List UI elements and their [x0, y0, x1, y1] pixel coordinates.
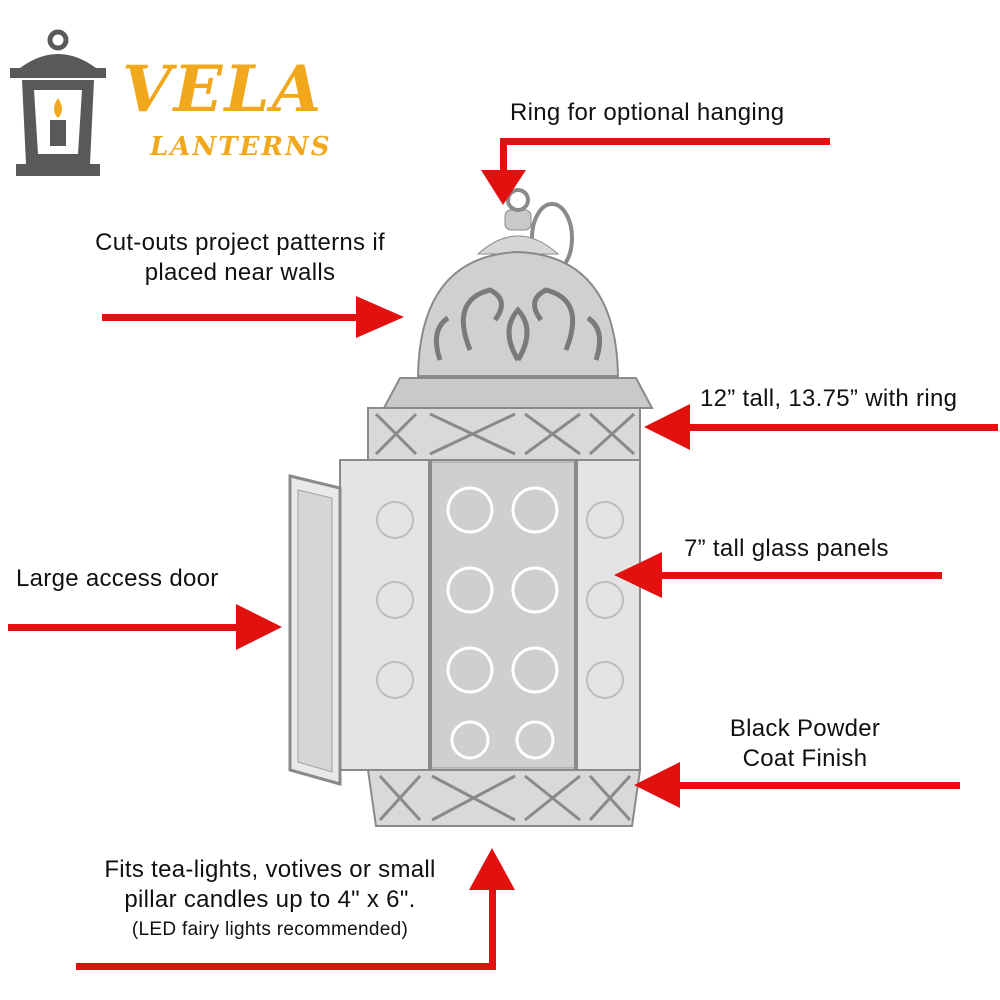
label-height: 12” tall, 13.75” with ring	[700, 385, 958, 412]
annotation-arrows	[8, 138, 998, 970]
arrow-ring-line	[500, 138, 830, 145]
arrow-height-line	[690, 424, 998, 431]
arrow-ring-head	[481, 170, 526, 205]
arrow-door-head	[236, 604, 282, 650]
lantern-product-illustration	[288, 188, 654, 827]
label-finish: Black Powder Coat Finish	[700, 714, 910, 774]
arrow-cutouts-line	[102, 314, 362, 321]
label-cutouts-line1: Cut-outs project patterns if	[95, 229, 385, 256]
brand-name: VELA	[122, 52, 324, 127]
label-door: Large access door	[16, 565, 219, 592]
label-finish-line2: Coat Finish	[742, 745, 868, 772]
brand-tagline: LANTERNS	[150, 132, 332, 162]
lantern-logo-icon	[10, 29, 106, 176]
label-candles-line3: (LED fairy lights recommended)	[131, 919, 409, 940]
arrow-candles-head	[469, 848, 515, 890]
label-cutouts: Cut-outs project patterns if placed near…	[60, 228, 420, 288]
label-candles: Fits tea-lights, votives or small pillar…	[60, 855, 480, 945]
arrow-finish-line	[678, 782, 960, 789]
label-ring: Ring for optional hanging	[510, 99, 785, 126]
arrow-candles-line	[76, 963, 496, 970]
label-candles-line1: Fits tea-lights, votives or small	[104, 856, 436, 883]
arrow-cutouts-head	[356, 296, 404, 338]
arrow-glass-line	[660, 572, 942, 579]
flame-icon	[54, 98, 62, 118]
arrow-height-head	[644, 404, 690, 450]
label-glass: 7” tall glass panels	[684, 535, 889, 562]
arrow-glass-head	[614, 552, 662, 598]
label-candles-line2: pillar candles up to 4" x 6".	[124, 886, 416, 913]
arrow-finish-head	[634, 762, 680, 808]
label-finish-line1: Black Powder	[729, 715, 881, 742]
arrow-door-line	[8, 624, 240, 631]
label-cutouts-line2: placed near walls	[144, 259, 336, 286]
